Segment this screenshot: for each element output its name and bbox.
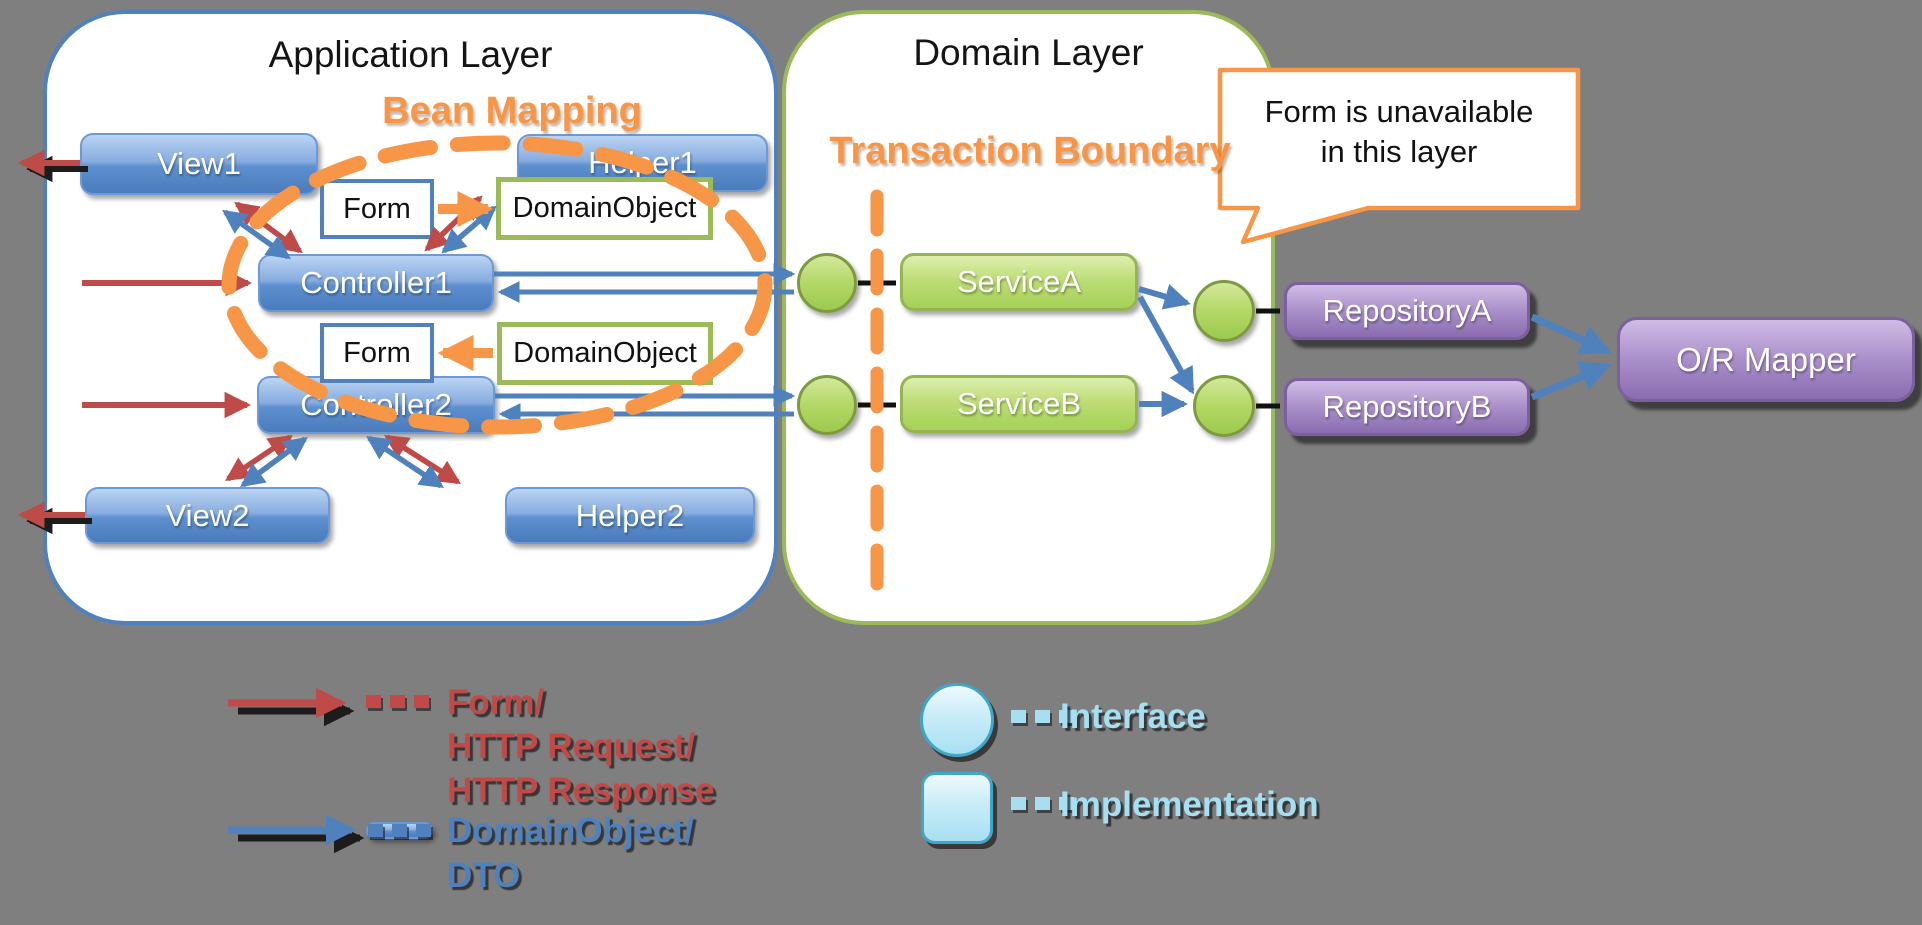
node-controller1-label: Controller1 bbox=[300, 265, 452, 300]
node-repository-a: RepositoryA bbox=[1284, 282, 1530, 340]
node-form1-label: Form bbox=[343, 192, 411, 225]
node-domain-object2-label: DomainObject bbox=[513, 337, 697, 369]
node-service-b-label: ServiceB bbox=[956, 386, 1082, 421]
node-form1: Form bbox=[320, 179, 434, 239]
node-service-a-label: ServiceA bbox=[956, 264, 1082, 299]
callout-text: Form is unavailable in this layer bbox=[1232, 92, 1566, 172]
legend-blue-arrow-icon bbox=[228, 814, 365, 854]
node-service-b: ServiceB bbox=[900, 375, 1138, 433]
node-repository-b-label: RepositoryB bbox=[1322, 389, 1492, 424]
legend-interface-circle-icon bbox=[920, 683, 994, 757]
legend-http-request-label: HTTP Request/ bbox=[447, 727, 696, 766]
legend-domainobject-label: DomainObject/ bbox=[447, 811, 694, 850]
bean-mapping-label: Bean Mapping bbox=[382, 90, 642, 132]
node-helper1-label: Helper1 bbox=[588, 145, 697, 180]
callout-line2: in this layer bbox=[1320, 134, 1478, 169]
node-repository-b: RepositoryB bbox=[1284, 378, 1530, 436]
node-view1-label: View1 bbox=[157, 146, 241, 181]
node-helper2-label: Helper2 bbox=[575, 497, 685, 533]
node-or-mapper-label: O/R Mapper bbox=[1676, 340, 1856, 378]
node-form2: Form bbox=[320, 323, 434, 383]
node-controller2: Controller2 bbox=[257, 376, 495, 434]
legend-implementation-dashes-icon bbox=[1011, 797, 1074, 810]
node-controller1: Controller1 bbox=[258, 254, 494, 312]
node-repository-a-label: RepositoryA bbox=[1322, 293, 1492, 328]
domain-layer-title: Domain Layer bbox=[913, 32, 1144, 73]
node-service-a: ServiceA bbox=[900, 253, 1138, 311]
application-layer-title: Application Layer bbox=[268, 34, 553, 75]
node-helper2: Helper2 bbox=[505, 487, 755, 544]
interface-circle-repository-b bbox=[1193, 375, 1255, 437]
node-view2: View2 bbox=[85, 487, 330, 544]
legend-blue-dashes-icon bbox=[366, 822, 433, 839]
legend-implementation-square-icon bbox=[921, 772, 993, 844]
repository-ormapper-arrows bbox=[1530, 313, 1612, 401]
node-form2-label: Form bbox=[343, 336, 411, 369]
legend-interface-dashes-icon bbox=[1011, 710, 1074, 723]
interface-circle-service-a bbox=[797, 253, 857, 313]
legend-red-dashes-icon bbox=[366, 695, 429, 708]
node-view1: View1 bbox=[80, 133, 318, 195]
legend-form-label: Form/ bbox=[447, 683, 545, 722]
node-domain-object1: DomainObject bbox=[496, 177, 713, 240]
interface-circle-service-b bbox=[797, 375, 857, 435]
node-domain-object1-label: DomainObject bbox=[512, 192, 697, 224]
legend-dto-label: DTO bbox=[447, 856, 521, 895]
legend-implementation-label: Implementation bbox=[1060, 785, 1319, 824]
node-controller2-label: Controller2 bbox=[300, 387, 452, 422]
callout-line1: Form is unavailable bbox=[1264, 94, 1534, 129]
node-domain-object2: DomainObject bbox=[497, 322, 713, 385]
legend-interface-label: Interface bbox=[1060, 697, 1206, 736]
node-view2-label: View2 bbox=[165, 497, 250, 533]
transaction-boundary-label: Transaction Boundary bbox=[829, 130, 1231, 172]
interface-circle-repository-a bbox=[1193, 280, 1255, 342]
legend-red-arrow-icon bbox=[228, 687, 355, 727]
node-or-mapper: O/R Mapper bbox=[1617, 317, 1915, 402]
legend-http-response-label: HTTP Response bbox=[447, 771, 715, 810]
